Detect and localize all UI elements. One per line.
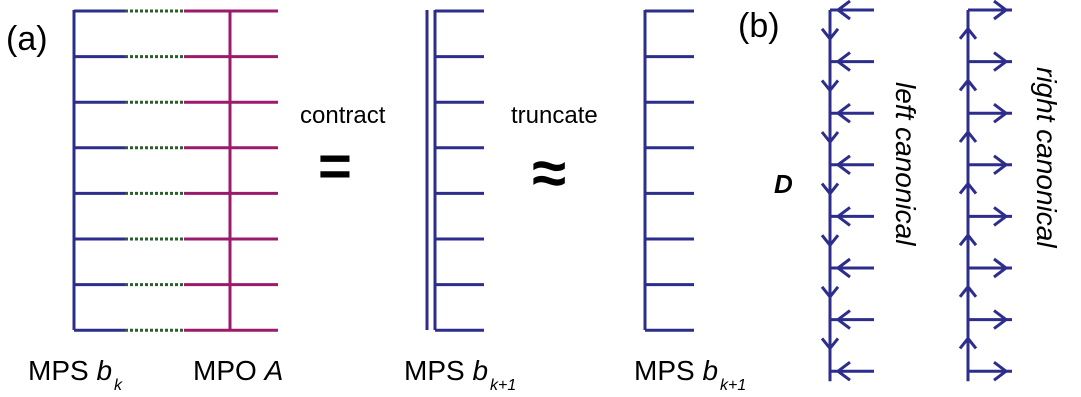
- right-canonical-leg-arrow: [993, 257, 1009, 279]
- right-canonical-bond-arrow: [958, 284, 978, 298]
- left-canonical-bond-arrow: [820, 337, 840, 351]
- mps-mpo-dotted-bonds: [125, 9, 184, 332]
- left-canonical-bond-arrow: [820, 182, 840, 197]
- left-canonical-label: left canonical: [890, 82, 921, 246]
- left-canonical-bond-arrow: [820, 79, 840, 93]
- left-canonical-leg-arrow: [835, 154, 851, 175]
- right-canonical-bond-arrow: [958, 129, 978, 143]
- left-canonical-leg-arrow: [835, 103, 851, 124]
- approx-symbol: ≈: [532, 139, 566, 208]
- contract-label: contract: [300, 102, 386, 129]
- left-canonical-leg-arrow: [835, 206, 851, 227]
- right-canonical-leg-arrow: [993, 0, 1009, 21]
- left-canonical-leg-arrow: [835, 257, 851, 279]
- truncate-label: truncate: [511, 102, 598, 129]
- left-canonical-mps: [820, 0, 874, 382]
- left-canonical-leg-arrow: [835, 361, 851, 382]
- mps-bk-legs: [74, 9, 125, 332]
- mpo-a-network: [184, 9, 278, 332]
- caption-mpo-a: MPO A: [193, 355, 283, 386]
- left-canonical-bond-arrow: [820, 234, 840, 248]
- right-canonical-leg-arrow: [993, 51, 1009, 72]
- right-canonical-leg-arrow: [993, 309, 1009, 330]
- mps-bk1-contracted-network: [425, 9, 484, 332]
- left-canonical-bond-arrow: [820, 285, 840, 300]
- right-canonical-bond-arrow: [958, 335, 978, 350]
- left-canonical-leg-arrow: [835, 51, 851, 72]
- right-canonical-leg-arrow: [993, 103, 1009, 124]
- bond-dimension-label: D: [774, 169, 793, 199]
- right-canonical-bond-arrow: [958, 232, 978, 247]
- right-canonical-label: right canonical: [1031, 67, 1062, 248]
- panel-b-label: (b): [738, 7, 780, 45]
- right-canonical-mps: [958, 0, 1012, 382]
- left-canonical-bond-arrow: [820, 131, 840, 145]
- left-canonical-leg-arrow: [835, 309, 851, 330]
- mps-bk1-truncated-network: [643, 9, 694, 332]
- right-canonical-bond-arrow: [958, 181, 978, 195]
- right-canonical-bond-arrow: [958, 77, 978, 92]
- right-canonical-bond-arrow: [958, 26, 978, 40]
- right-canonical-leg-arrow: [993, 361, 1009, 382]
- mpo-a-legs: [184, 9, 278, 332]
- mps-bk1-contracted-legs: [435, 9, 484, 332]
- mps-bk-network: [72, 9, 125, 332]
- panel-a-label: (a): [6, 20, 48, 58]
- right-canonical-leg-arrow: [993, 206, 1009, 227]
- equals-symbol: =: [318, 134, 352, 199]
- right-canonical-leg-arrow: [993, 154, 1009, 175]
- mps-bk1-truncated-legs: [645, 9, 694, 332]
- left-canonical-leg-arrow: [835, 0, 851, 21]
- left-canonical-bond-arrow: [820, 27, 840, 42]
